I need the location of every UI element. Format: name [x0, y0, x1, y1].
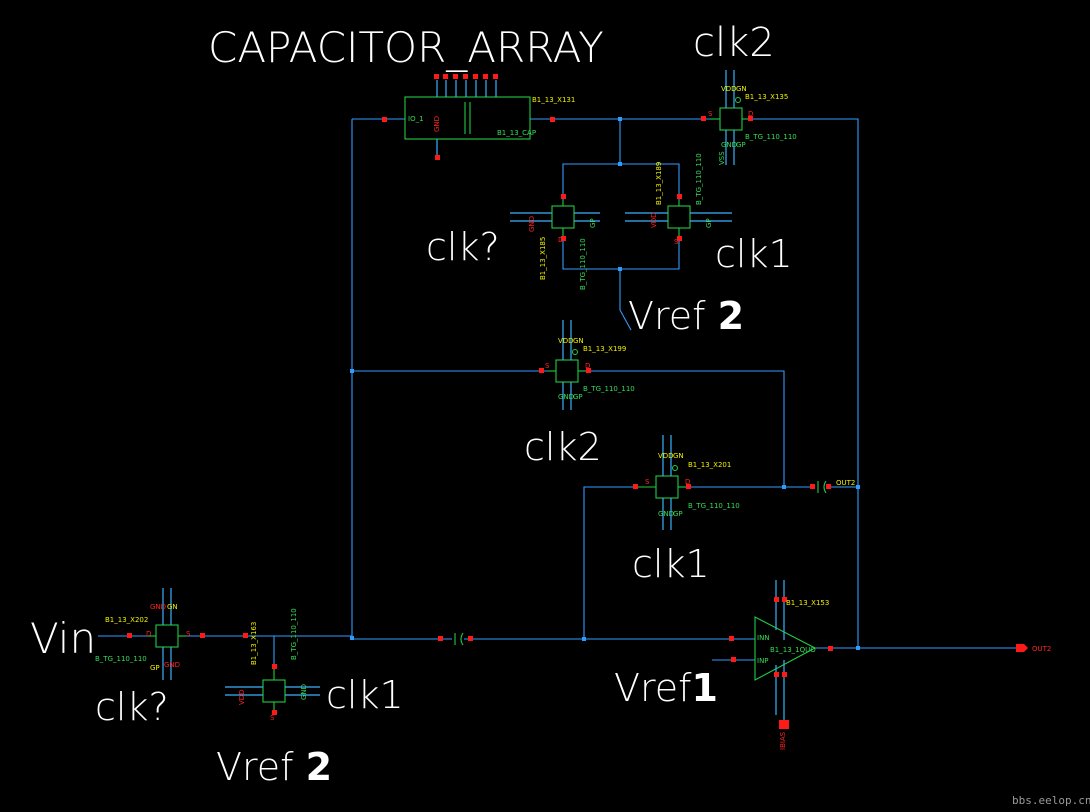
tg-vin-gp-label: GP	[150, 664, 160, 672]
clk-unknown-upper-annotation: clk?	[426, 225, 500, 269]
tg-vin-cell-label: B_TG_110_110	[95, 655, 147, 663]
out2-port-label: OUT2	[1032, 645, 1051, 653]
comparator-inp-label: INP	[757, 657, 769, 665]
tg-mid-instance-label: B1_13_X199	[583, 345, 626, 353]
junction-dots	[350, 117, 860, 650]
tg-mid-lower-gp-label: GP	[673, 510, 683, 518]
vin-annotation: Vin	[30, 614, 96, 663]
tg-upper-left-cell-label: B_TG_110_110	[579, 238, 587, 290]
tg-upper-right-gp-label: GP	[705, 218, 713, 228]
tg-vin-s-label: S	[186, 630, 191, 638]
tg-mid-vdd-label: VDD	[558, 337, 574, 345]
tg-vin-instance-label: B1_13_X202	[105, 616, 148, 624]
tg-mid-lower-gn-label: GN	[673, 452, 684, 460]
comparator-block[interactable]: B1_13_X153 B1_13_1QUO INN INP IBIAS	[729, 580, 833, 750]
cap-array-cell-label: B1_13_CAP	[497, 129, 536, 137]
capacitor-array-title: CAPACITOR_ARRAY	[208, 23, 604, 72]
tg-upper-left-gp-label: GP	[589, 218, 597, 228]
tg-top-s-label: S	[708, 110, 713, 118]
watermark: bbs.eelop.cn	[1012, 794, 1090, 807]
tg-mid-lower-cell-label: B_TG_110_110	[688, 502, 740, 510]
tg-mid-lower-gnd-label: GND	[658, 510, 674, 518]
tg-top-vss-label: VSS	[718, 151, 726, 165]
tg-top-switch[interactable]: B1_13_X135 B_TG_110_110 VDD GN S D GND G…	[701, 70, 797, 165]
clk1-upper-annotation: clk1	[715, 232, 793, 276]
tg-upper-right-s-label: S	[674, 238, 679, 246]
comparator-inn-label: INN	[757, 634, 770, 642]
tg-upper-right-switch[interactable]: B1_13_X189 B_TG_110_110 VDD GP S	[625, 153, 732, 246]
clk-unknown-lower-annotation: clk?	[95, 685, 169, 729]
cap-array-input-pins	[382, 74, 555, 160]
tg-vin-shunt-switch[interactable]: B1_13_X163 B_TG_110_110 VDD GND S	[225, 608, 320, 722]
tg-vin-shunt-vdd-label: VDD	[238, 689, 246, 705]
tg-upper-left-gnd-label: GND	[528, 216, 536, 232]
tg-vin-gn-label: GN	[167, 603, 178, 611]
tg-vin-d-label: D	[146, 630, 151, 638]
vref2-upper-annotation: Vref 2	[628, 294, 744, 338]
tg-upper-left-instance-label: B1_13_X185	[539, 237, 547, 280]
capacitor-array-block[interactable]: B1_13_X131 B1_13_CAP IO_1 GND	[382, 74, 575, 160]
comparator-bias-label: IBIAS	[779, 731, 787, 750]
tg-vin-shunt-s-label: S	[270, 714, 275, 722]
clk2-top-annotation: clk2	[693, 20, 775, 66]
tg-mid-cell-label: B_TG_110_110	[583, 385, 635, 393]
tg-mid-gp-label: GP	[573, 393, 583, 401]
tg-top-cell-label: B_TG_110_110	[745, 133, 797, 141]
tg-vin-switch[interactable]: B1_13_X202 B_TG_110_110 GND GN D S GP GN…	[95, 588, 205, 680]
tg-vin-gnd-top-label: GND	[150, 603, 166, 611]
tg-mid-gnd-label: GND	[558, 393, 574, 401]
tg-upper-right-cell-label: B_TG_110_110	[695, 153, 703, 205]
clk2-mid-annotation: clk2	[524, 425, 602, 469]
tg-mid-lower-d-label: D	[685, 478, 690, 486]
tg-vin-shunt-gnd-label: GND	[300, 684, 308, 700]
tg-mid-d-label: D	[585, 362, 590, 370]
tg-upper-right-vdd-label: VDD	[650, 212, 658, 228]
tg-mid-lower-instance-label: B1_13_X201	[688, 461, 731, 469]
tg-mid-s-label: S	[545, 362, 550, 370]
tg-top-gnd-label: GND	[721, 141, 737, 149]
vref2-lower-annotation: Vref 2	[216, 745, 332, 789]
tg-upper-left-switch[interactable]: B1_13_X185 B_TG_110_110 GND GP D	[510, 194, 600, 290]
cap-array-io-pin-label: IO_1	[408, 115, 424, 123]
comparator-instance-label: B1_13_X153	[786, 599, 829, 607]
tg-mid-lower-vdd-label: VDD	[658, 452, 674, 460]
tg-upper-left-d-label: D	[558, 236, 563, 244]
out2-net-label: OUT2	[836, 479, 855, 487]
tg-mid-switch[interactable]: B1_13_X199 B_TG_110_110 VDD GN S D GND G…	[539, 320, 635, 410]
tg-upper-right-instance-label: B1_13_X189	[655, 162, 663, 205]
tg-top-instance-label: B1_13_X135	[745, 93, 788, 101]
tg-vin-gnd-label: GND	[164, 661, 180, 669]
clk1-mid-annotation: clk1	[632, 542, 710, 586]
tg-mid-lower-switch[interactable]: B1_13_X201 B_TG_110_110 VDD GN S D GND G…	[633, 435, 740, 530]
tg-vin-shunt-cell-label: B_TG_110_110	[290, 608, 298, 660]
tg-top-gp-label: GP	[736, 141, 746, 149]
comparator-cell-label: B1_13_1QUO	[770, 646, 816, 654]
tg-mid-lower-s-label: S	[645, 478, 650, 486]
vref1-annotation: Vref1	[614, 666, 718, 710]
clk1-lower-annotation: clk1	[326, 673, 404, 717]
tg-mid-gn-label: GN	[573, 337, 584, 345]
cap-array-instance-label: B1_13_X131	[532, 96, 575, 104]
comparator-bias-pin	[779, 720, 789, 729]
series-coupling-capacitor[interactable]	[438, 632, 473, 646]
tg-top-gn-label: GN	[736, 85, 747, 93]
out2-output-port[interactable]: OUT2	[1016, 644, 1051, 653]
tg-vin-shunt-instance-label: B1_13_X163	[250, 622, 258, 665]
tg-top-vdd-label: VDD	[721, 85, 737, 93]
out2-coupling-capacitor[interactable]: OUT2	[810, 479, 855, 494]
cap-array-gnd-label: GND	[433, 116, 441, 132]
tg-top-d-label: D	[748, 110, 753, 118]
